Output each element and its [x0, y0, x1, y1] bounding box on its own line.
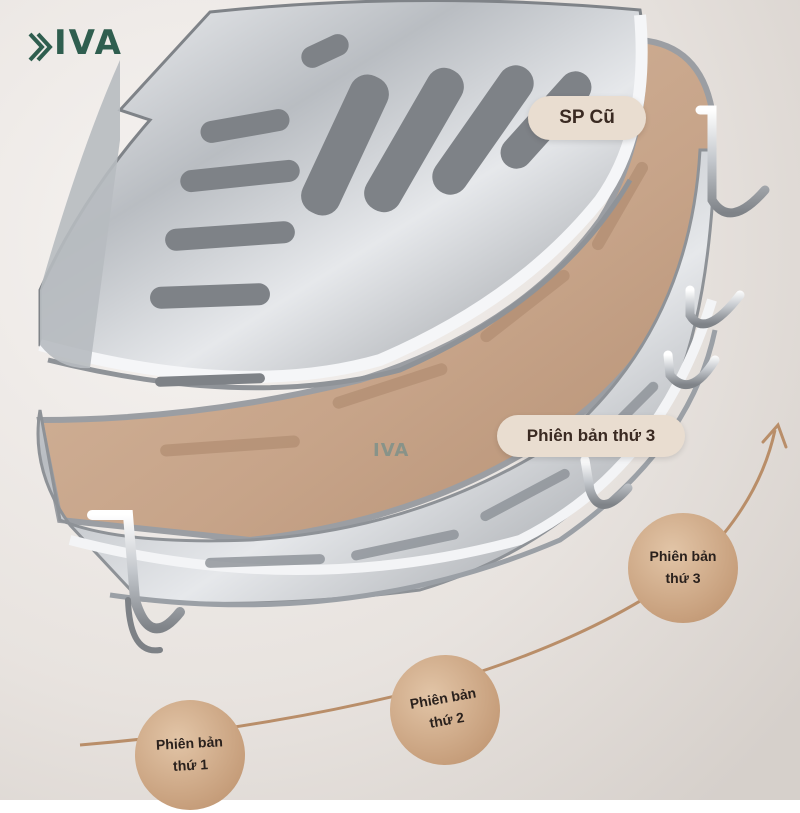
timeline-version-3: Phiên bản thứ 3: [628, 513, 738, 623]
logo-mark-icon: [28, 32, 53, 62]
brand-logo: [28, 30, 128, 64]
brand-logo-text: IVA: [54, 23, 123, 63]
timeline-version-2-line2: thứ 2: [428, 708, 466, 731]
old-product-label: SP Cũ: [528, 96, 646, 140]
timeline-version-1-line2: thứ 1: [172, 756, 209, 774]
timeline-version-3-line2: thứ 3: [665, 570, 701, 586]
version3-label: Phiên bản thứ 3: [497, 415, 685, 457]
watermark-logo: IVA: [373, 440, 410, 461]
timeline-version-1-line1: Phiên bản: [155, 733, 224, 754]
timeline-version-3-line1: Phiên bản: [649, 548, 717, 565]
